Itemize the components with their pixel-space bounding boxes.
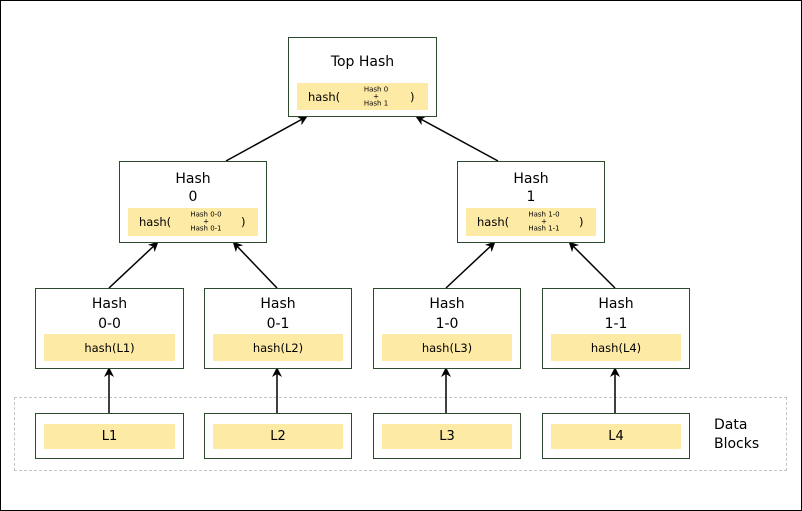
hash-1-0-title-line2: 1-0	[435, 316, 459, 332]
top-hash-node: Top Hash hash( Hash 0 + Hash 1 )	[288, 37, 437, 117]
hash-0-operand-a: Hash 0-0	[190, 210, 222, 219]
hash-1-title-line2: 1	[526, 189, 536, 205]
hash-0-1-title-line2: 0-1	[266, 316, 290, 332]
hash-1-operand-b: Hash 1-1	[528, 224, 560, 233]
top-hash-operand-b: Hash 1	[363, 99, 389, 107]
top-hash-operator: +	[373, 92, 379, 100]
arrow-hash01-to-hash0	[232, 241, 278, 289]
hash-1-1-title-line1: Hash	[598, 296, 634, 312]
hash-1-fn: hash(	[477, 215, 510, 229]
hash-0-fn: hash(	[139, 215, 172, 229]
hash-0-0-value: hash(L1)	[44, 334, 175, 361]
top-hash-title: Top Hash	[330, 54, 395, 70]
hash-1-operator: +	[541, 217, 547, 226]
hash-0-1-node: Hash 0-1 hash(L2)	[204, 288, 352, 369]
hash-1-title-line1: Hash	[513, 171, 549, 187]
hash-0-0-node: Hash 0-0 hash(L1)	[35, 288, 184, 369]
arrow-hash0-to-top	[225, 116, 308, 162]
data-block-l4: L4	[542, 413, 690, 459]
top-hash-operands: Hash 0 + Hash 1	[346, 86, 406, 107]
hash-1-0-title-line1: Hash	[429, 296, 465, 312]
hash-1-operand-a: Hash 1-0	[528, 210, 560, 219]
hash-1-0-value: hash(L3)	[382, 334, 512, 361]
data-blocks-label-line2: Blocks	[714, 436, 760, 452]
hash-0-close: )	[241, 215, 246, 229]
arrow-hash00-to-hash0	[108, 241, 159, 289]
hash-0-title-line1: Hash	[175, 171, 211, 187]
hash-0-operand-b: Hash 0-1	[190, 224, 222, 233]
hash-0-title-line2: 0	[188, 189, 198, 205]
data-block-l2-label: L2	[213, 424, 343, 449]
data-blocks-label-line1: Data	[714, 417, 748, 433]
hash-0-1-value: hash(L2)	[213, 334, 343, 361]
top-hash-operand-a: Hash 0	[363, 85, 389, 93]
data-block-l3: L3	[373, 413, 521, 459]
hash-0-1-title-line1: Hash	[260, 296, 296, 312]
hash-1-close: )	[579, 215, 584, 229]
arrow-hash11-to-hash1	[568, 241, 616, 289]
data-block-l2: L2	[204, 413, 352, 459]
hash-1-node: Hash 1 hash( Hash 1-0 + Hash 1-1 )	[457, 161, 605, 243]
data-block-l1: L1	[35, 413, 184, 459]
hash-1-formula: hash( Hash 1-0 + Hash 1-1 )	[466, 208, 596, 236]
hash-1-1-node: Hash 1-1 hash(L4)	[542, 288, 690, 369]
hash-0-operands: Hash 0-0 + Hash 0-1	[176, 210, 236, 233]
top-hash-close: )	[410, 89, 415, 104]
hash-1-operands: Hash 1-0 + Hash 1-1	[514, 210, 574, 233]
hash-1-1-value: hash(L4)	[551, 334, 681, 361]
data-block-l3-label: L3	[382, 424, 512, 449]
hash-0-formula: hash( Hash 0-0 + Hash 0-1 )	[128, 208, 258, 236]
hash-1-1-title-line2: 1-1	[604, 316, 628, 332]
data-block-l1-label: L1	[44, 424, 175, 449]
data-blocks-region	[14, 397, 787, 471]
arrow-hash1-to-top	[415, 116, 499, 162]
arrow-hash10-to-hash1	[445, 241, 496, 289]
hash-0-0-title-line2: 0-0	[98, 316, 121, 332]
hash-0-node: Hash 0 hash( Hash 0-0 + Hash 0-1 )	[119, 161, 267, 243]
hash-0-operator: +	[203, 217, 209, 226]
hash-0-0-title-line1: Hash	[91, 296, 128, 312]
top-hash-formula: hash( Hash 0 + Hash 1 )	[297, 83, 428, 110]
top-hash-fn: hash(	[308, 89, 341, 104]
data-block-l4-label: L4	[551, 424, 681, 449]
hash-1-0-node: Hash 1-0 hash(L3)	[373, 288, 521, 369]
